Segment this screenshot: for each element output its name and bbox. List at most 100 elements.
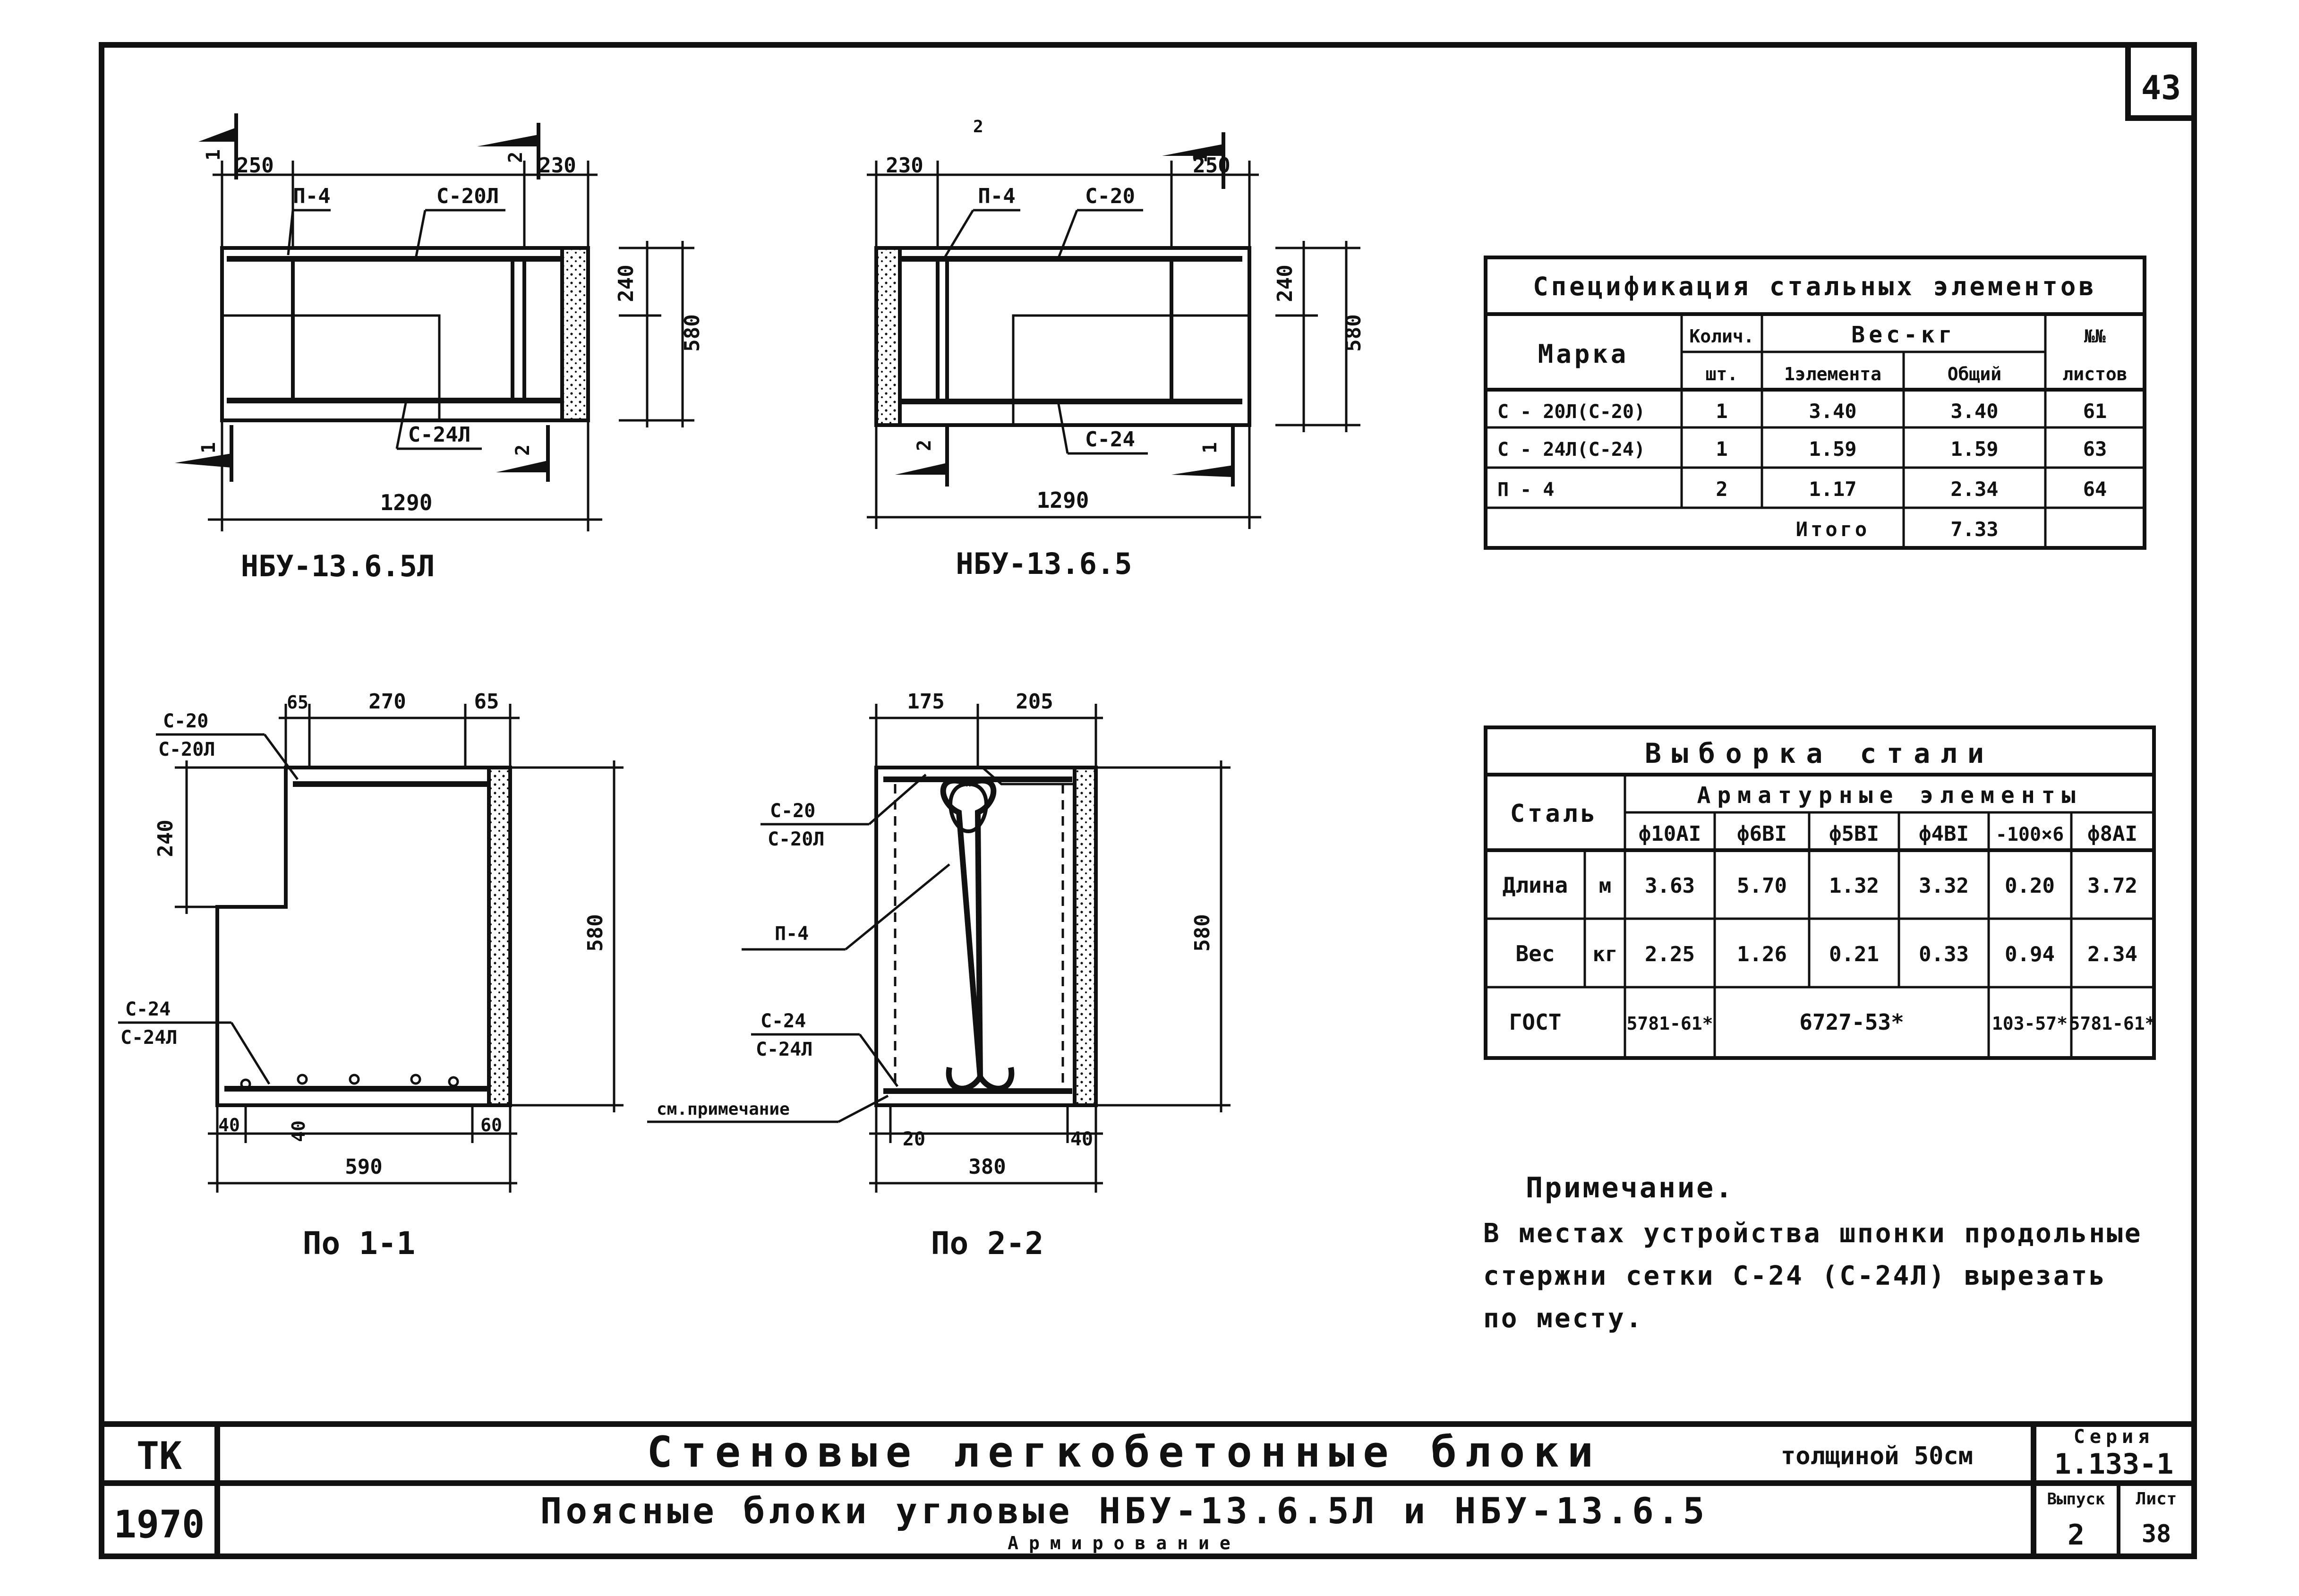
leader-line [943, 209, 974, 258]
title-block-series: 1.133-1 [2054, 1448, 2174, 1481]
plan-right-title: НБУ-13.6.5 [956, 546, 1132, 581]
leader-line [414, 210, 427, 259]
steel-cell: 2.25 [1645, 942, 1695, 966]
cut-arrow [175, 453, 231, 468]
section1-label-top-a: С-20 [163, 710, 208, 732]
plan-right-outline [874, 246, 1251, 427]
steel-table-title: Выборка стали [1645, 737, 1994, 769]
cut-arrow [198, 128, 236, 142]
rebar-dot [448, 1076, 459, 1087]
plan-right-dim-230: 230 [886, 154, 923, 178]
steel-weight-unit: кг [1593, 942, 1618, 966]
note-line-2: стержни сетки С-24 (С-24Л) вырезать [1483, 1261, 2107, 1291]
steel-cell: 1.26 [1737, 942, 1787, 966]
plan-left-dim-240: 240 [614, 265, 638, 302]
spec-cell-sheet: 61 [2083, 400, 2107, 423]
cut-label: 2 [914, 440, 935, 451]
section2-loop-left [940, 777, 983, 1092]
spec-cell-mark: С - 24Л(С-24) [1497, 439, 1645, 461]
spec-header-sheets2: листов [2062, 364, 2127, 384]
section2-label-note: см.примечание [657, 1100, 790, 1119]
section2-dim-40: 40 [1070, 1128, 1093, 1150]
steel-gost-cell: 5781-61* [1626, 1013, 1713, 1034]
section1-dim-65b: 65 [474, 690, 499, 714]
plan-right-concrete-hatch [874, 246, 902, 427]
sheet-frame [99, 42, 2197, 1559]
table-row: С - 24Л(С-24) 1 1.59 1.59 63 [1497, 437, 2107, 461]
title-block-thickness: толщиной 50см [1781, 1442, 1973, 1470]
plan-left-step-line [222, 314, 441, 420]
steel-header-group: Арматурные элементы [1697, 782, 2082, 809]
spec-table-frame [1484, 256, 2146, 550]
table-row: ГОСТ 5781-61* 6727-53* 103-57* 5781-61* [1509, 1009, 2156, 1035]
steel-table: Выборка стали Сталь Арматурные элементы … [1484, 725, 2156, 1060]
section2-label-p4: П-4 [775, 923, 809, 945]
plan-right-dim-240: 240 [1273, 265, 1297, 302]
steel-gost-label: ГОСТ [1509, 1009, 1562, 1035]
steel-col-header: ф8АI [2087, 822, 2137, 846]
title-block-series-label: Серия [2074, 1426, 2154, 1448]
spec-table-title: Спецификация стальных элементов [1533, 272, 2097, 301]
spec-cell-sheet: 64 [2083, 478, 2107, 501]
spec-header-qty-unit: шт. [1706, 364, 1738, 384]
section1-dim-40b: 40 [288, 1120, 309, 1142]
plan-left-dim-580: 580 [680, 314, 704, 351]
spec-header-weight-total: Общий [1948, 364, 2001, 384]
steel-col-header: ф10АI [1639, 822, 1701, 846]
section2-dim-175: 175 [907, 690, 944, 714]
cut-label-faint: 2 [973, 117, 983, 137]
plan-right-label-bottom: С-24 [1085, 427, 1135, 452]
plan-left-concrete-hatch [560, 246, 590, 422]
section2-label-bot-b: С-24Л [756, 1039, 812, 1060]
table-row: П - 4 2 1.17 2.34 64 [1497, 478, 2107, 501]
section2-loop-right [967, 777, 1015, 1092]
cut-arrow [895, 463, 947, 475]
steel-cell: 0.20 [2005, 874, 2055, 898]
leader-line [287, 210, 294, 256]
steel-cell: 3.32 [1919, 874, 1969, 898]
steel-cell: 3.63 [1645, 874, 1695, 898]
section-2-2-view: 175 205 580 С-20 С-20Л П-4 С-24 С-24Л см… [647, 690, 1231, 1262]
steel-cell: 0.33 [1919, 942, 1969, 966]
spec-cell-total: 2.34 [1950, 478, 1998, 501]
steel-table-frame [1484, 725, 2156, 1060]
plan-left-label-top: С-20Л [436, 184, 499, 208]
title-block-sheet-label: Лист [2136, 1489, 2177, 1509]
spec-cell-total: 3.40 [1950, 400, 1998, 423]
title-block-subtitle2: Армирование [1008, 1533, 1241, 1553]
spec-cell-one: 1.59 [1809, 437, 1856, 461]
leader-line [1057, 401, 1069, 454]
section1-dim-40a: 40 [218, 1115, 240, 1135]
title-block-sheet: 38 [2142, 1520, 2171, 1548]
section2-dim-20: 20 [903, 1128, 925, 1150]
note-block: Примечание. В местах устройства шпонки п… [1483, 1171, 2140, 1334]
plan-right-view: 230 250 1290 240 580 П-4 С-20 С-24 2 1 1… [867, 117, 1366, 581]
section1-dim-60: 60 [480, 1115, 502, 1135]
rebar-dot [297, 1074, 308, 1085]
spec-cell-qty: 1 [1716, 437, 1727, 461]
leader-line [1057, 210, 1078, 259]
sheet-number-box [2125, 45, 2194, 121]
cut-arrow [477, 135, 538, 146]
steel-header-steel: Сталь [1510, 800, 1598, 828]
steel-weight-label: Вес [1515, 941, 1555, 966]
steel-gost-cell: 5781-61* [2069, 1013, 2155, 1034]
section2-dim-580: 580 [1190, 914, 1214, 951]
spec-table: Спецификация стальных элементов Марка Ко… [1484, 256, 2146, 550]
steel-cell: 3.72 [2087, 874, 2137, 898]
section1-label-bot-b: С-24Л [120, 1027, 177, 1049]
plan-left-title: НБУ-13.6.5Л [241, 549, 435, 583]
rebar-dot [240, 1078, 251, 1090]
steel-col-header: ф6ВI [1737, 822, 1787, 846]
steel-cell: 2.34 [2087, 942, 2137, 966]
section1-dim-590: 590 [345, 1155, 382, 1179]
plan-right-step-line [1012, 314, 1249, 425]
cut-label: 1 [1199, 442, 1221, 453]
steel-length-label: Длина [1503, 872, 1568, 898]
spec-header-weight: Вес-кг [1851, 322, 1956, 348]
leader-line [838, 1094, 889, 1123]
plan-left-label-bottom: С-24Л [408, 423, 470, 447]
plan-right-dim-1290: 1290 [1037, 487, 1089, 513]
section1-outline [215, 766, 512, 1107]
plan-left-dim-1290: 1290 [380, 490, 433, 515]
